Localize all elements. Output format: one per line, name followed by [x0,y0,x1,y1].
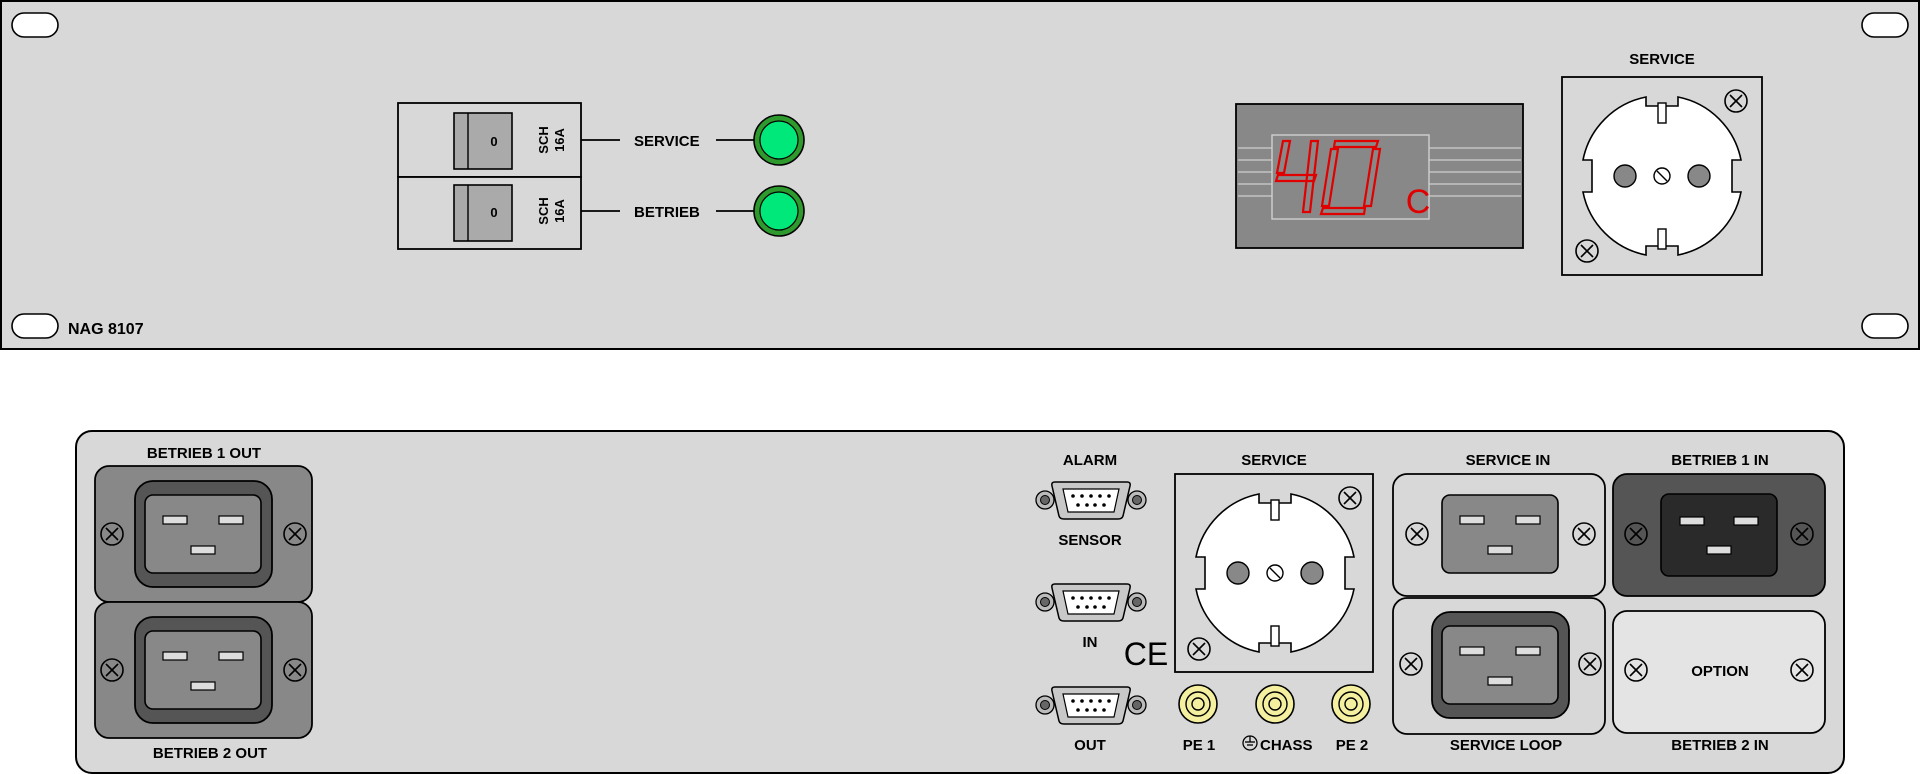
mount-slot-bottom-left [11,313,59,339]
chass-label: CHASS [1260,737,1313,754]
pe1-label: PE 1 [1183,737,1216,754]
front-socket-label: SERVICE [1629,51,1695,68]
alarm-label: ALARM [1063,452,1117,469]
digit-4 [1274,139,1320,214]
betrieb2-in-label: BETRIEB 2 IN [1671,737,1769,754]
chassis-terminal[interactable] [1255,684,1295,724]
breaker-service[interactable]: 0 SCH 16A [397,102,582,178]
front-service-socket[interactable] [1561,76,1763,276]
temperature-display: C [1235,103,1524,249]
front-panel: NAG 8107 0 SCH 16A SERVICE 0 SCH 16A BET… [0,0,1920,350]
service-loop-connector[interactable] [1392,597,1606,735]
led-service [753,114,805,166]
betrieb1-in-connector[interactable] [1612,473,1826,597]
betrieb2-out-connector[interactable] [94,601,313,739]
mount-slot-top-left [11,12,59,38]
breaker-state: 0 [490,205,497,220]
pe2-label: PE 2 [1336,737,1369,754]
mount-slot-top-right [1861,12,1909,38]
digit-0 [1319,139,1382,216]
breaker-rating: 16A [552,198,567,222]
breaker-label-betrieb: BETRIEB [634,204,700,221]
breaker-rating: SCH [536,197,551,224]
pe1-terminal[interactable] [1178,684,1218,724]
rear-service-socket[interactable] [1174,473,1374,673]
led-betrieb [753,185,805,237]
pe2-terminal[interactable] [1331,684,1371,724]
service-loop-label: SERVICE LOOP [1450,737,1562,754]
in-label: IN [1083,634,1098,651]
rear-socket-label: SERVICE [1241,452,1307,469]
service-in-label: SERVICE IN [1466,452,1551,469]
mount-slot-bottom-right [1861,313,1909,339]
option-slot[interactable]: OPTION [1612,610,1826,734]
betrieb1-out-label: BETRIEB 1 OUT [147,445,261,462]
betrieb1-out-connector[interactable] [94,465,313,603]
service-in-connector[interactable] [1392,473,1606,597]
option-label: OPTION [1691,663,1749,680]
betrieb2-out-label: BETRIEB 2 OUT [153,745,267,762]
out-label: OUT [1074,737,1106,754]
ground-icon [1242,735,1258,751]
sensor-label: SENSOR [1058,532,1122,549]
breaker-betrieb[interactable]: 0 SCH 16A [397,176,582,250]
breaker-rating: SCH [536,126,551,153]
ce-mark: CE [1124,636,1168,672]
breaker-rating: 16A [552,127,567,151]
betrieb1-in-label: BETRIEB 1 IN [1671,452,1769,469]
model-label: NAG 8107 [68,321,144,338]
breaker-label-service: SERVICE [634,133,700,150]
breaker-state: 0 [490,134,497,149]
rear-panel: BETRIEB 1 OUT BETRIEB 2 OUT ALARM SENSOR… [75,430,1845,774]
display-unit: C [1406,183,1431,221]
